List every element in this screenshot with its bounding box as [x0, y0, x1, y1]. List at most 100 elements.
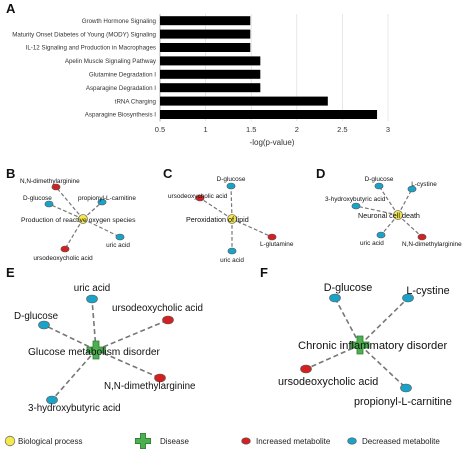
- edge: [305, 344, 361, 370]
- decreased-metabolite-node: [226, 182, 236, 190]
- decreased-metabolite-node: [329, 293, 341, 303]
- node-label: ursodeoxycholic acid: [278, 376, 378, 388]
- x-tick-label: 2: [295, 125, 299, 134]
- x-tick-label: 0.5: [155, 125, 165, 134]
- edge: [230, 185, 233, 220]
- bar: [160, 56, 261, 66]
- decreased-metabolite-node: [400, 383, 412, 393]
- node-label: ursodeoxycholic acid: [112, 303, 203, 314]
- decreased-metabolite-node: [44, 200, 54, 208]
- bars: [160, 16, 378, 119]
- x-tick-label: 1: [204, 125, 208, 134]
- decreased-metabolite-node: [86, 294, 98, 304]
- increased-metabolite-node: [267, 233, 277, 241]
- x-tick-label: 1.5: [246, 125, 256, 134]
- edge: [43, 324, 97, 351]
- decreased-metabolite-node: [407, 185, 417, 193]
- node-label: uric acid: [74, 283, 110, 294]
- bar: [160, 69, 261, 79]
- node-label: L-cystine: [406, 285, 449, 297]
- node-label: D-glucose: [14, 311, 59, 322]
- decreased-metabolite-node: [97, 198, 107, 206]
- edge: [397, 188, 413, 216]
- biological-process-node: [227, 214, 237, 224]
- increased-metabolite-node: [51, 183, 61, 191]
- decreased-metabolite-node: [376, 231, 386, 239]
- bar: [160, 29, 251, 39]
- decreased-metabolite-node: [227, 247, 237, 255]
- x-tick-label: 2.5: [337, 125, 347, 134]
- increased-metabolite-node: [162, 315, 174, 325]
- disease-cross-icon: [350, 335, 370, 355]
- edges: [355, 185, 423, 238]
- node-label: D-glucose: [324, 282, 373, 294]
- edges: [43, 298, 169, 401]
- edge: [355, 205, 399, 216]
- category-label: Growth Hormone Signaling: [82, 18, 157, 25]
- x-axis-label: -log(p-value): [250, 138, 295, 147]
- category-label: tRNA Charging: [115, 98, 157, 105]
- node-label: uric acid: [220, 257, 244, 264]
- edge: [82, 218, 121, 238]
- edge: [397, 214, 423, 238]
- edge: [231, 218, 273, 238]
- center-node-label: Chronic inflammatory disorder: [298, 340, 447, 352]
- node-label: 3-hydroxybutyric acid: [325, 196, 386, 203]
- x-tick-labels: 0.5 1 1.5 2 2.5 3: [155, 125, 390, 134]
- bar: [160, 16, 251, 26]
- bar: [160, 110, 378, 119]
- increased-metabolite-node: [154, 373, 166, 383]
- decreased-metabolite-node: [46, 395, 58, 405]
- node-label: propionyl-L-carnitine: [78, 195, 136, 202]
- node-label: uric acid: [360, 240, 384, 247]
- decreased-metabolite-node: [38, 320, 50, 330]
- disease-cross-icon: [134, 432, 152, 450]
- edge: [380, 214, 399, 236]
- bar: [160, 96, 328, 106]
- increased-metabolite-node: [195, 194, 205, 202]
- node-label: D-glucose: [365, 176, 394, 183]
- decreased-metabolite-node: [115, 233, 125, 241]
- category-label: Asparagine Biosynthesis I: [85, 112, 156, 119]
- increased-metabolite-node: [241, 437, 251, 445]
- edge: [199, 197, 233, 220]
- disease-cross-icon: [86, 340, 106, 360]
- edge: [55, 186, 84, 220]
- panel-label-a: A: [6, 1, 16, 16]
- category-label: Glutamine Degradation I: [89, 72, 156, 79]
- category-label: Asparagine Degradation I: [86, 85, 156, 92]
- panel-label-e: E: [6, 265, 15, 280]
- decreased-metabolite-node: [351, 202, 361, 210]
- x-tick-label: 3: [386, 125, 390, 134]
- node-label: N,N-dimethylarginine: [104, 381, 196, 392]
- node-label: D-glucose: [217, 176, 246, 183]
- biological-process-node: [78, 214, 88, 224]
- edge: [95, 319, 169, 351]
- panel-label-c: C: [163, 166, 173, 181]
- increased-metabolite-node: [300, 364, 312, 374]
- legend-item: Increased metabolite: [241, 437, 331, 446]
- legend-item: Biological process: [4, 435, 82, 447]
- legend-label: Increased metabolite: [256, 437, 331, 446]
- legend-label: Decreased metabolite: [362, 437, 440, 446]
- edge: [359, 297, 409, 346]
- center-node-label: Peroxidation of lipid: [186, 215, 249, 224]
- node-label: N,N-dimethylarginine: [20, 178, 80, 185]
- edge: [334, 297, 361, 346]
- category-label: Maturity Onset Diabetes of Young (MODY) …: [12, 31, 156, 38]
- bar: [160, 43, 251, 52]
- biological-process-node: [393, 210, 403, 220]
- node-label: uric acid: [106, 242, 130, 249]
- panel-label-b: B: [6, 166, 15, 181]
